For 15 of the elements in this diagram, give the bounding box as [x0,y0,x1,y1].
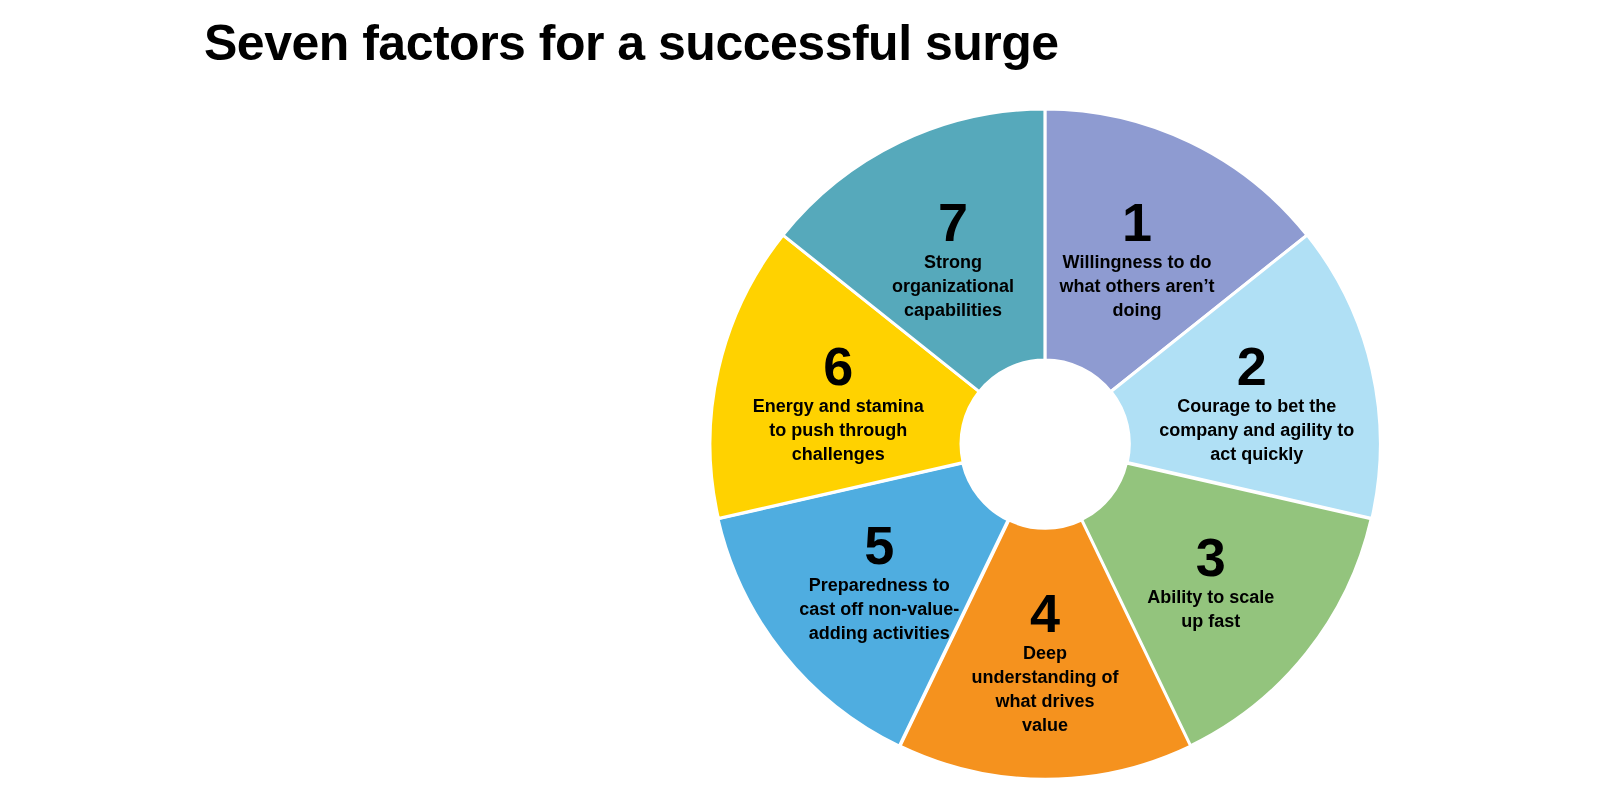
factor-description: Deep understanding of what drives value [970,642,1120,737]
factor-description: Ability to scale up fast [1146,586,1276,634]
factor-description: Willingness to do what others aren’t doing [1058,251,1216,322]
factor-number: 7 [937,194,968,250]
factor-description: Energy and stamina to push through challenges [751,394,925,466]
factor-number: 2 [1236,337,1267,394]
factor-number: 3 [1195,529,1226,586]
factor-number: 6 [823,337,854,394]
chart-title: Seven factors for a successful surge [204,14,1059,72]
factor-description: Preparedness to cast off non-value-adding activities [799,574,960,646]
factor-number: 1 [1121,194,1152,250]
factor-description: Courage to bet the company and agility to act quickly [1158,394,1356,466]
factor-number: 4 [1029,585,1060,641]
factor-number: 5 [864,517,895,574]
factor-description: Strong organizational capabilities [891,251,1015,322]
